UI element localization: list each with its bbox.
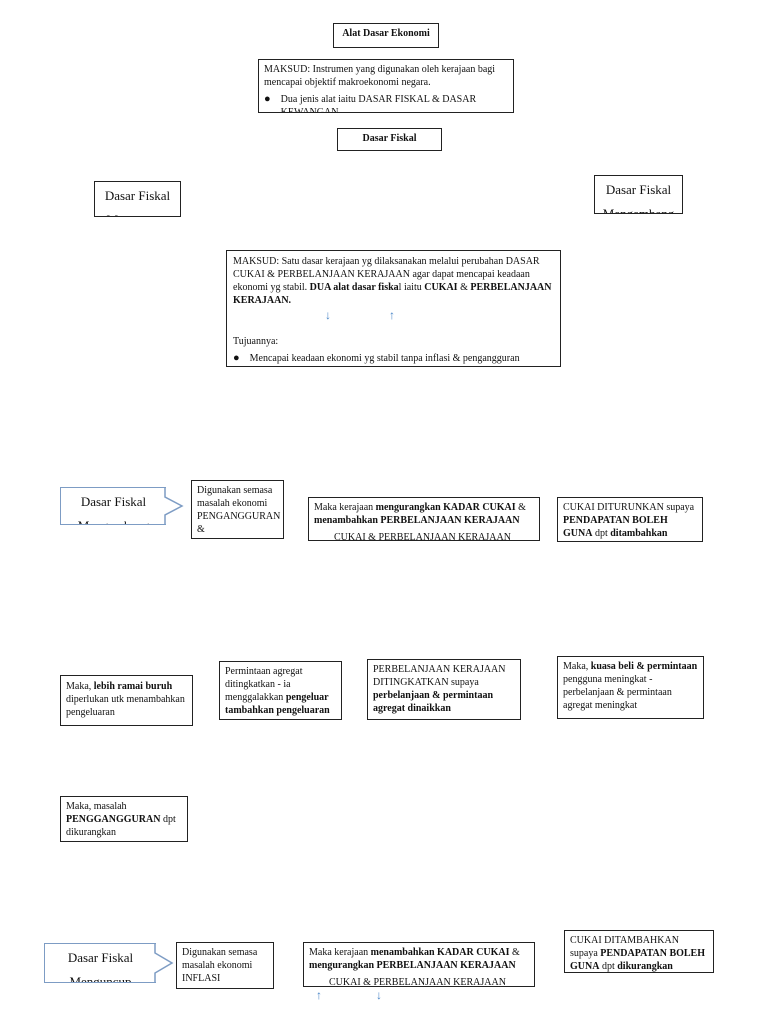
kerajaan-contract-box: Maka kerajaan menambahkan KADAR CUKAI & …	[303, 942, 535, 987]
permintaan-box: Permintaan agregat ditingkatkan - ia men…	[219, 661, 342, 720]
maksud-alat-text: MAKSUD: Instrumen yang digunakan oleh ke…	[264, 64, 496, 88]
bullet-icon: ●	[233, 352, 240, 364]
label: Dasar Fiskal	[605, 182, 672, 197]
chevron-right-icon	[154, 943, 174, 983]
maksud-fiskal-text: MAKSUD: Satu dasar kerajaan yg dilaksana…	[233, 256, 552, 306]
cukai-tambah-box: CUKAI DITAMBAHKAN supaya PENDAPATAN BOLE…	[564, 930, 714, 973]
arrow-down-icon: ↓	[376, 988, 382, 1002]
maksud-fiskal-box: MAKSUD: Satu dasar kerajaan yg dilaksana…	[226, 250, 561, 367]
label: Mengembang	[65, 514, 162, 524]
label: Dasar Fiskal	[80, 494, 147, 509]
arrow-up-icon: ↑	[389, 308, 395, 322]
digunakan-kemelesetan-box: Digunakan semasa masalah ekonomi PENGANG…	[191, 480, 284, 539]
clipped-text: CUKAI & PERBELANJAAN KERAJAAN	[329, 977, 506, 987]
maksud-alat-box: MAKSUD: Instrumen yang digunakan oleh ke…	[258, 59, 514, 113]
cukai-turun-box: CUKAI DITURUNKAN supaya PENDAPATAN BOLEH…	[557, 497, 703, 542]
arrow-up-icon: ↑	[316, 988, 322, 1002]
kerajaan-expand-box: Maka kerajaan mengurangkan KADAR CUKAI &…	[308, 497, 540, 541]
tujuan-bullet: Mencapai keadaan ekonomi yg stabil tanpa…	[249, 353, 520, 364]
label: Menguncup	[69, 974, 132, 983]
label: Dasar Fiskal	[67, 950, 134, 965]
title-box: Alat Dasar Ekonomi	[333, 23, 439, 48]
masalah-box: Maka, masalah PENGGANGGURAN dpt dikurang…	[60, 796, 188, 842]
label: Menguncup	[99, 208, 176, 216]
perbelanjaan-box: PERBELANJAAN KERAJAAN DITINGKATKAN supay…	[367, 659, 521, 720]
dasar-fiskal-box: Dasar Fiskal	[337, 128, 442, 151]
label: Dasar Fiskal	[104, 188, 171, 203]
bullet-icon: ●	[264, 93, 271, 105]
maksud-alat-bullet: Dua jenis alat iaitu DASAR FISKAL & DASA…	[280, 94, 477, 113]
clipped-text: CUKAI & PERBELANJAAN KERAJAAN	[334, 532, 511, 541]
buruh-box: Maka, lebih ramai buruh diperlukan utk m…	[60, 675, 193, 726]
chevron-right-icon	[164, 487, 184, 525]
arrow-down-icon: ↓	[325, 308, 331, 322]
label: Mengembang	[602, 206, 675, 214]
kuasa-beli-box: Maka, kuasa beli & permintaan pengguna m…	[557, 656, 704, 719]
digunakan-inflasi-box: Digunakan semasa masalah ekonomi INFLASI	[176, 942, 274, 989]
tujuan-label: Tujuannya:	[233, 336, 279, 347]
